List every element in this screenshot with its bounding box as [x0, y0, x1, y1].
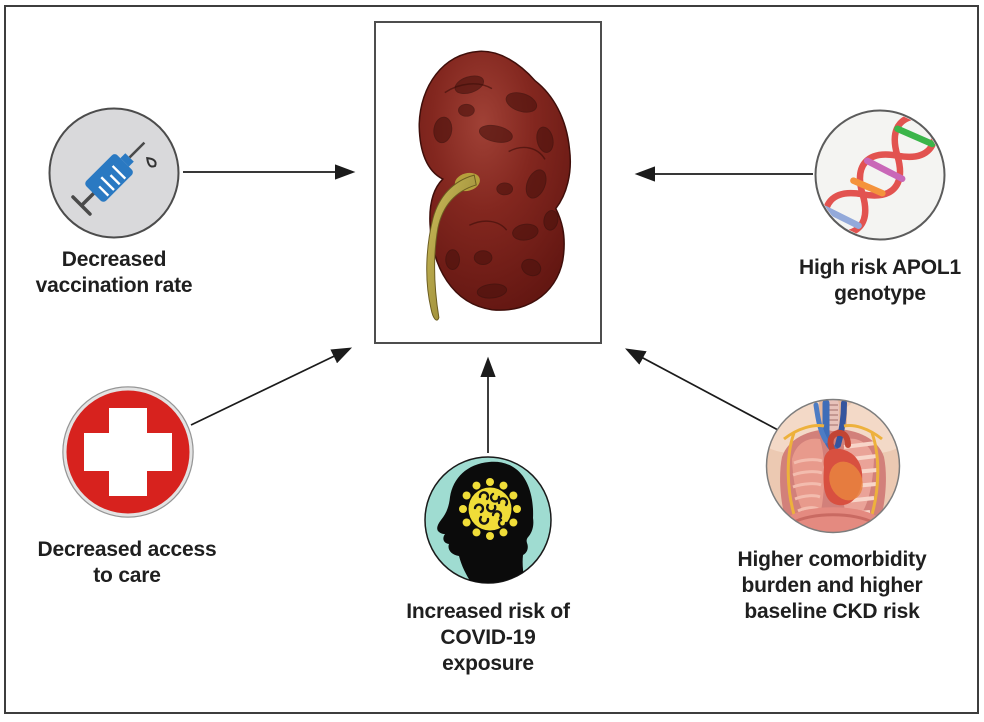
- exposure-circle: [423, 455, 553, 585]
- comorbidity-label: Higher comorbidity burden and higher bas…: [737, 548, 927, 624]
- medical-cross-icon: [62, 386, 194, 518]
- vaccination-label: Decreased vaccination rate: [35, 248, 193, 298]
- chest-anatomy-icon: [765, 398, 901, 534]
- syringe-icon: [48, 107, 180, 239]
- apol1-circle: [813, 108, 947, 242]
- head-virus-icon: [424, 456, 552, 584]
- comorbidity-circle: [764, 397, 902, 535]
- outer-frame: [4, 5, 979, 714]
- exposure-label: Increased risk of COVID-19 exposure: [406, 600, 570, 676]
- kidney-illustration-icon: [418, 50, 571, 321]
- dna-icon: [814, 109, 946, 241]
- vaccination-circle: [47, 106, 181, 240]
- apol1-label: High risk APOL1 genotype: [799, 256, 961, 306]
- kidney-box: [374, 21, 602, 344]
- access-label: Decreased access to care: [37, 538, 217, 588]
- access-circle: [62, 386, 194, 518]
